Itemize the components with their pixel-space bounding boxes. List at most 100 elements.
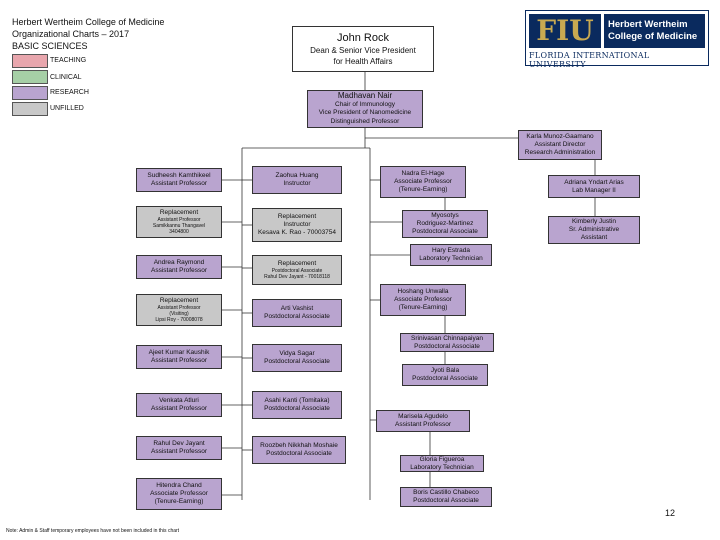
staff-name: Rahul Dev Jayant: [153, 440, 205, 447]
staff-name: Marisela Agudelo: [398, 413, 448, 420]
logo-line-2: College of Medicine: [608, 31, 698, 42]
staff-box: Replacement Postdoctoral Associate Rahul…: [252, 255, 342, 285]
document-header: Herbert Wertheim College of Medicine Org…: [12, 16, 164, 52]
logo-college-text: Herbert Wertheim College of Medicine: [604, 14, 705, 48]
staff-name: Arti Vashist: [280, 305, 314, 312]
legend-swatch-clinical: [12, 70, 48, 84]
staff-name: Ajeet Kumar Kaushik: [148, 349, 210, 356]
legend-label-research: RESEARCH: [50, 89, 89, 96]
staff-box: Ajeet Kumar Kaushik Assistant Professor: [136, 345, 222, 369]
staff-position-number: Lipsi Roy - 70008078: [155, 317, 203, 323]
staff-box: Roozbeh Nikkhah Moshaie Postdoctoral Ass…: [252, 436, 346, 464]
staff-box: Hitendra Chand Associate Professor (Tenu…: [136, 478, 222, 510]
staff-name: Boris Castillo Chabeco: [413, 489, 479, 496]
logo-line-1: Herbert Wertheim: [608, 19, 688, 30]
staff-box: Arti Vashist Postdoctoral Associate: [252, 299, 342, 327]
staff-name: Zaohua Huang: [275, 172, 319, 179]
page-number: 12: [665, 508, 676, 518]
staff-box: Rahul Dev Jayant Assistant Professor: [136, 436, 222, 460]
staff-name: Adriana Yndart Arias: [564, 178, 624, 186]
staff-title: Associate Professor: [394, 178, 452, 185]
staff-detail: (Tenure-Earning): [154, 498, 204, 505]
admin-name: Karla Munoz-Gaamano: [526, 133, 594, 140]
staff-title: Assistant Professor: [395, 421, 451, 428]
staff-title: Assistant Professor: [151, 267, 207, 274]
staff-title: Postdoctoral Associate: [264, 405, 330, 412]
staff-name: Jyoti Bala: [430, 367, 460, 374]
staff-box: Zaohua Huang Instructor: [252, 166, 342, 194]
staff-name: Gloria Figueroa: [419, 455, 465, 463]
staff-name: Andrea Raymond: [153, 259, 205, 266]
chair-title-2: Vice President of Nanomedicine: [318, 109, 412, 116]
staff-box: Venkata Atluri Assistant Professor: [136, 393, 222, 417]
staff-name: Replacement: [277, 213, 317, 220]
fiu-logo: FIU Herbert Wertheim College of Medicine…: [525, 10, 709, 69]
staff-detail: (Tenure-Earning): [398, 186, 448, 193]
staff-detail: (Tenure-Earning): [398, 304, 448, 311]
staff-name: Nadra El-Hage: [401, 170, 445, 177]
staff-name: Sudheesh Kamthikeel: [147, 172, 211, 179]
staff-title: Postdoctoral Associate: [271, 268, 323, 274]
staff-position-number: Rahul Dev Jayant - 70018118: [264, 274, 330, 280]
chair-title-1: Chair of Immunology: [335, 100, 395, 108]
staff-box: Gloria Figueroa Laboratory Technician: [400, 455, 484, 472]
staff-title: Assistant Professor: [151, 357, 207, 364]
staff-title: Postdoctoral Associate: [412, 228, 478, 235]
staff-box: Boris Castillo Chabeco Postdoctoral Asso…: [400, 487, 492, 507]
staff-title: Instructor: [283, 180, 311, 187]
staff-title: Postdoctoral Associate: [264, 358, 330, 365]
staff-box: Asahi Kanti (Tomitaka) Postdoctoral Asso…: [252, 391, 342, 419]
staff-title: Associate Professor: [150, 490, 208, 497]
staff-box: Replacement Assistant Professor Samikkan…: [136, 206, 222, 238]
chart-year: Organizational Charts – 2017: [12, 29, 130, 39]
staff-box: Vidya Sagar Postdoctoral Associate: [252, 344, 342, 372]
staff-title: Associate Professor: [394, 296, 452, 303]
staff-box: Nadra El-Hage Associate Professor (Tenur…: [380, 166, 466, 198]
staff-name: Srinivasan Chinnapaiyan: [411, 334, 483, 342]
admin-box: Karla Munoz-Gaamano Assistant Director R…: [518, 130, 602, 160]
staff-title: Lab Manager II: [572, 186, 616, 194]
staff-detail: (Visiting): [169, 311, 189, 317]
staff-name-continued: Rodriguez-Martinez: [416, 220, 474, 227]
admin-title-2: Research Administration: [524, 149, 596, 156]
legend-swatch-unfilled: [12, 102, 48, 116]
staff-title: Postdoctoral Associate: [266, 450, 332, 457]
dean-title-1: Dean & Senior Vice President: [310, 46, 416, 55]
staff-position-number: 3404800: [169, 229, 189, 235]
staff-title: Assistant Professor: [157, 217, 201, 223]
staff-name: Asahi Kanti (Tomitaka): [264, 397, 330, 404]
staff-name: Hitendra Chand: [156, 482, 202, 489]
staff-name: Kimberly Justin: [571, 218, 617, 225]
chair-box: Madhavan Nair Chair of Immunology Vice P…: [307, 90, 423, 128]
staff-box: Andrea Raymond Assistant Professor: [136, 255, 222, 279]
staff-title: Assistant Professor: [157, 305, 201, 311]
admin-title-1: Assistant Director: [534, 141, 586, 148]
staff-title: Laboratory Technician: [410, 463, 474, 471]
staff-name: Replacement: [159, 209, 199, 216]
department-name: BASIC SCIENCES: [12, 41, 88, 51]
staff-title: Postdoctoral Associate: [414, 342, 480, 350]
logo-mark: FIU: [529, 14, 601, 48]
staff-name: Roozbeh Nikkhah Moshaie: [260, 442, 338, 449]
staff-name: Replacement: [159, 297, 199, 304]
staff-box: Kimberly Justin Sr. Administrative Assis…: [548, 216, 640, 244]
staff-name: Venkata Atluri: [159, 397, 199, 404]
chair-title-3: Distinguished Professor: [330, 117, 400, 125]
staff-name: Replacement: [277, 260, 317, 267]
staff-title: Postdoctoral Associate: [413, 497, 479, 504]
staff-box: Sudheesh Kamthikeel Assistant Professor: [136, 168, 222, 192]
staff-name: Hoshang Unwalla: [397, 288, 449, 295]
staff-title: Instructor: [283, 221, 311, 228]
staff-title: Assistant Professor: [151, 448, 207, 455]
staff-name: Vidya Sagar: [279, 350, 315, 357]
staff-title-continued: Assistant: [580, 234, 608, 241]
staff-box: Myosotys Rodriguez-Martinez Postdoctoral…: [402, 210, 488, 238]
staff-box: Hary Estrada Laboratory Technician: [410, 244, 492, 266]
staff-name: Myosotys: [431, 212, 459, 219]
staff-title: Sr. Administrative: [568, 226, 620, 233]
staff-position-number: Kesava K. Rao - 70003754: [257, 229, 337, 236]
staff-box: Adriana Yndart Arias Lab Manager II: [548, 175, 640, 198]
staff-box: Srinivasan Chinnapaiyan Postdoctoral Ass…: [400, 333, 494, 352]
staff-box: Replacement Assistant Professor (Visitin…: [136, 294, 222, 326]
